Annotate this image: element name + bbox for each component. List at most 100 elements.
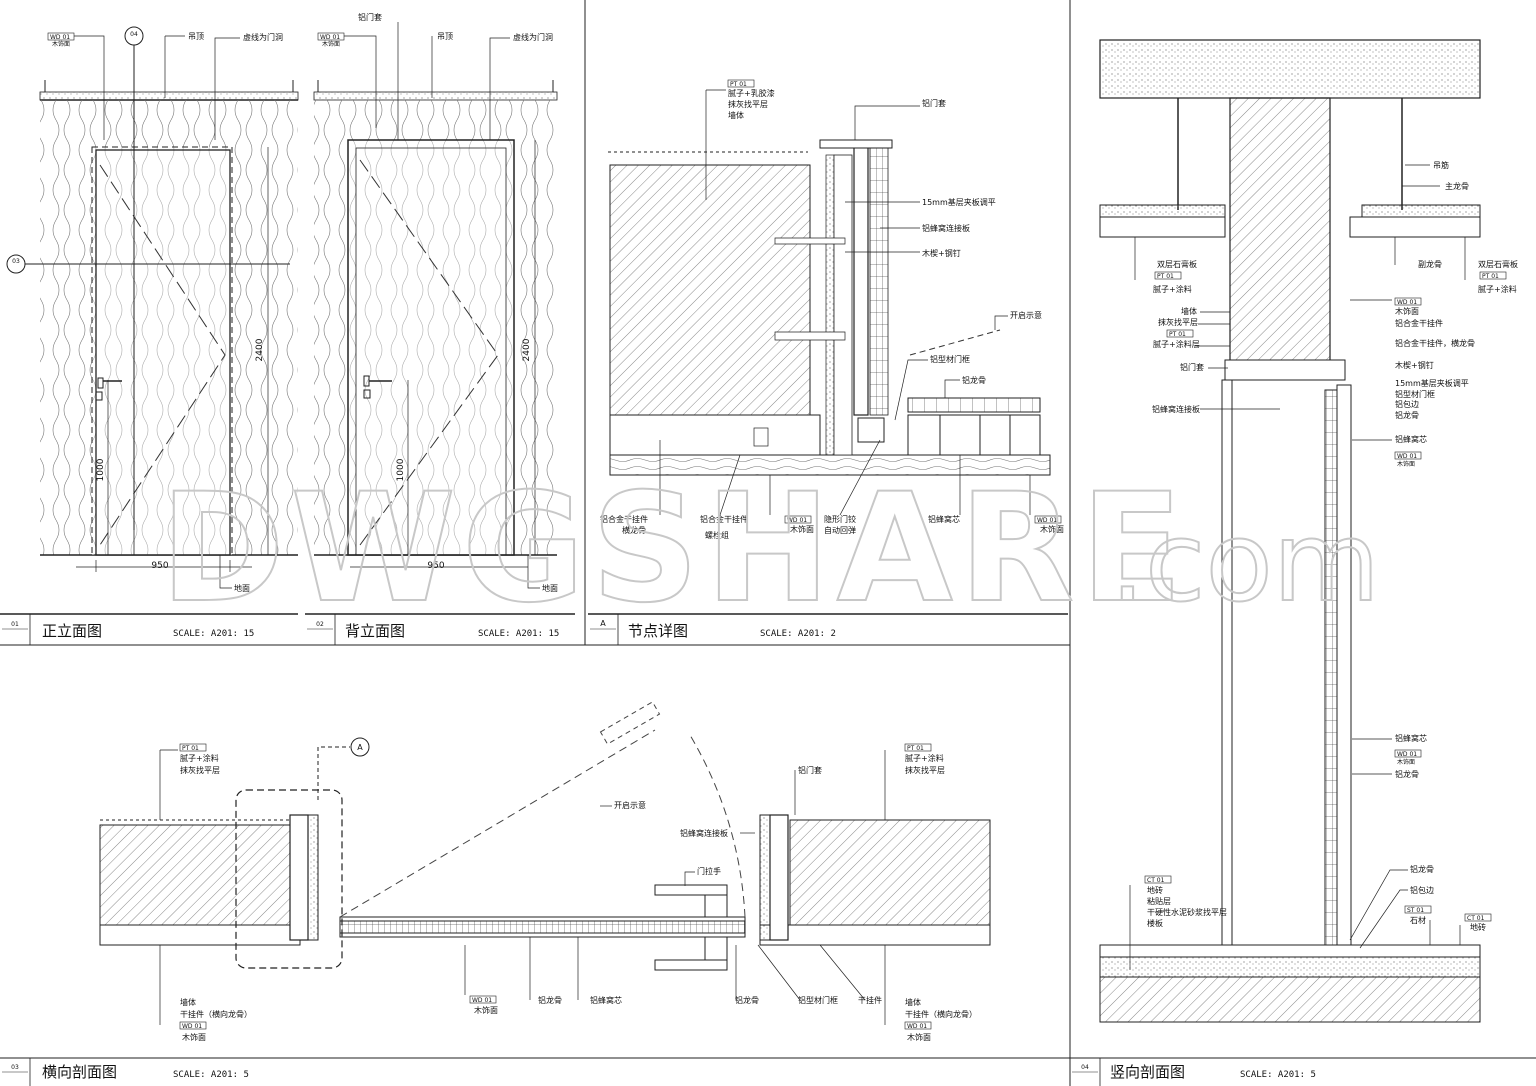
label-wood-wedge-detail: 木楔+钢钉 bbox=[922, 248, 961, 258]
title-bar-02: 02 背立面图 SCALE: A201: 15 bbox=[305, 613, 575, 645]
label-alu-keel-sec04-b: 铝龙骨 bbox=[1395, 769, 1419, 779]
label-putty-latex: 腻子+乳胶漆 bbox=[728, 88, 775, 98]
label-alu-casing-back: 铝门套 bbox=[358, 12, 382, 22]
label-plaster-detail: 抹灰找平层 bbox=[728, 99, 768, 109]
watermark: DWGSHARE .com bbox=[159, 461, 1381, 637]
label-alu-casing-sec04: 铝门套 bbox=[1180, 362, 1204, 372]
label-alu-casing-detail: 铝门套 bbox=[922, 98, 946, 108]
label-ceiling-back: 吊顶 bbox=[437, 32, 453, 41]
dim-height-2400-back: 2400 bbox=[522, 338, 532, 361]
panel-03-horizontal-section: A PT 01 腻子+涂料 抹灰找平层 开启示意 墙体 干挂件（横向龙骨） WD… bbox=[99, 701, 991, 1042]
label-bond-layer: 粘贴层 bbox=[1147, 896, 1171, 906]
panel-02-back-elevation: WD 01 木饰面 铝门套 吊顶 虚线为门洞 950 2400 1000 地面 bbox=[313, 12, 558, 593]
label-alu-frame-detail: 铝型材门框 bbox=[930, 354, 970, 364]
label-open-hint-sec03: 开启示意 bbox=[614, 800, 646, 810]
tag-wd01: WD 01 bbox=[50, 34, 70, 41]
label-alu-keel-sec04: 铝龙骨 bbox=[1395, 410, 1419, 420]
label-wood-veneer-detail: 木饰面 bbox=[790, 524, 814, 534]
label-floor-tile-sec04: 地砖 bbox=[1147, 885, 1163, 895]
tag-pt01-sec04-right: PT 01 bbox=[1482, 273, 1499, 280]
label-double-gyp-right: 双层石膏板 bbox=[1478, 259, 1518, 269]
panel-01-title: 正立面图 bbox=[42, 622, 102, 640]
label-wood-wedge-sec04: 木楔+钢钉 bbox=[1395, 360, 1434, 370]
panel-02-title: 背立面图 bbox=[345, 622, 405, 640]
tag-wd01-sec03-mid: WD 01 bbox=[472, 997, 492, 1004]
panel-A-node-detail: PT 01 腻子+乳胶漆 抹灰找平层 墙体 铝门套 15mm基层夹板调平 铝蜂窝… bbox=[600, 79, 1064, 540]
label-alu-edge-sec04: 铝包边 bbox=[1395, 399, 1419, 409]
tag-wd01-back-sub: 木饰面 bbox=[322, 40, 340, 48]
label-stone-sec04: 石材 bbox=[1410, 915, 1426, 925]
tag-wd01-sub: 木饰面 bbox=[52, 40, 70, 48]
title-bar-A: A 节点详图 SCALE: A201: 2 bbox=[588, 613, 1068, 645]
section-marker-03[interactable]: 03 bbox=[6, 254, 26, 274]
label-wood-veneer-sec04-b: 木饰面 bbox=[1397, 460, 1415, 468]
label-base-ply-detail: 15mm基层夹板调平 bbox=[922, 197, 996, 207]
label-plaster-sec03: 抹灰找平层 bbox=[180, 765, 220, 775]
tag-wd01-detail-2: WD 01 bbox=[1037, 517, 1057, 524]
label-mortar: 干硬性水泥砂浆找平层 bbox=[1147, 907, 1227, 917]
tag-wd01-sec04-c: WD 01 bbox=[1397, 751, 1417, 758]
detail-marker-A[interactable]: A bbox=[350, 737, 370, 757]
label-wall-sec04: 墙体 bbox=[1181, 306, 1197, 316]
dim-width-950: 950 bbox=[151, 561, 168, 571]
label-alu-hanger2-detail: 铝合金干挂件 bbox=[700, 514, 748, 524]
tag-wd01-sec03: WD 01 bbox=[182, 1023, 202, 1030]
label-wood-veneer-sec04: 木饰面 bbox=[1395, 306, 1419, 316]
label-hanger-keel-sec03: 干挂件（横向龙骨） bbox=[180, 1009, 252, 1019]
label-open-hint-detail: 开启示意 bbox=[1010, 310, 1042, 320]
label-floor-back: 地面 bbox=[542, 583, 558, 593]
panel-01-scale: SCALE: A201: 15 bbox=[173, 629, 254, 639]
label-putty-paint2-sec04: 腻子+涂料层 bbox=[1153, 339, 1200, 349]
section-marker-04-num: 04 bbox=[130, 31, 138, 38]
panel-03-num: 03 bbox=[11, 1064, 19, 1071]
tag-pt01-sec03-right: PT 01 bbox=[907, 745, 924, 752]
label-alu-keel-sec04-c: 铝龙骨 bbox=[1410, 864, 1434, 874]
detail-marker-A-label: A bbox=[357, 743, 363, 752]
panel-04-vertical-section: 双层石膏板 PT 01 腻子+涂料 墙体 抹灰找平层 PT 01 腻子+涂料层 … bbox=[1099, 39, 1518, 1023]
panel-A-num: A bbox=[600, 619, 606, 628]
tag-wd01-back: WD 01 bbox=[320, 34, 340, 41]
label-ceiling: 吊顶 bbox=[188, 32, 204, 41]
tag-pt01-sec04-left: PT 01 bbox=[1157, 273, 1174, 280]
tag-pt01-detail: PT 01 bbox=[730, 81, 747, 88]
label-honey-plate-detail: 铝蜂窝连接板 bbox=[922, 223, 970, 233]
label-alu-hanger-sec04: 铝合金干挂件 bbox=[1395, 318, 1443, 328]
dim-width-950-back: 950 bbox=[427, 561, 444, 571]
label-dashed-door: 虚线为门洞 bbox=[243, 32, 283, 42]
label-putty-paint-right: 腻子+涂料 bbox=[1478, 284, 1517, 294]
label-honey-core-detail: 铝蜂窝芯 bbox=[928, 514, 960, 524]
label-wall-sec03: 墙体 bbox=[180, 997, 196, 1007]
label-wall-sec03-right: 墙体 bbox=[905, 997, 921, 1007]
panel-04-scale: SCALE: A201: 5 bbox=[1240, 1070, 1316, 1080]
label-alu-frame-sec03: 铝型材门框 bbox=[798, 995, 838, 1005]
label-wood-veneer-sec03: 木饰面 bbox=[182, 1032, 206, 1042]
label-alu-hanger-keel-sec04: 铝合金干挂件，横龙骨 bbox=[1395, 338, 1475, 348]
tag-st01-sec04: ST 01 bbox=[1407, 907, 1424, 914]
label-honey-core-sec04: 铝蜂窝芯 bbox=[1395, 434, 1427, 444]
label-alu-casing-sec03: 铝门套 bbox=[798, 765, 822, 775]
panel-02-scale: SCALE: A201: 15 bbox=[478, 629, 559, 639]
label-base-ply-sec04: 15mm基层夹板调平 bbox=[1395, 378, 1469, 388]
label-alu-frame-sec04: 铝型材门框 bbox=[1395, 389, 1435, 399]
tag-pt01-sec04-mid: PT 01 bbox=[1169, 331, 1186, 338]
label-wood-veneer-sec03-right: 木饰面 bbox=[907, 1032, 931, 1042]
label-floor: 地面 bbox=[234, 583, 250, 593]
label-sub-keel: 副龙骨 bbox=[1418, 259, 1442, 269]
panel-04-title: 竖向剖面图 bbox=[1110, 1063, 1185, 1081]
title-bar-01: 01 正立面图 SCALE: A201: 15 bbox=[0, 613, 298, 646]
label-putty-paint-left: 腻子+涂料 bbox=[1153, 284, 1192, 294]
label-self-close-detail: 自动回弹 bbox=[824, 525, 856, 535]
label-honey-core-sec04-b: 铝蜂窝芯 bbox=[1395, 733, 1427, 743]
tag-ct01-sec04-right: CT 01 bbox=[1467, 915, 1485, 922]
title-bar-03: 03 横向剖面图 SCALE: A201: 5 bbox=[2, 1058, 249, 1086]
label-handle-sec03: 门拉手 bbox=[697, 866, 721, 876]
label-honey-core-sec03: 铝蜂窝芯 bbox=[590, 995, 622, 1005]
label-alu-keel-sec03: 铝龙骨 bbox=[538, 995, 562, 1005]
label-wood-veneer-sec03-mid: 木饰面 bbox=[474, 1005, 498, 1015]
label-putty-paint-sec03-right: 腻子+涂料 bbox=[905, 753, 944, 763]
label-double-gyp-left: 双层石膏板 bbox=[1157, 259, 1197, 269]
label-alu-hanger-detail: 铝合金干挂件 bbox=[600, 514, 648, 524]
section-marker-04[interactable]: 04 bbox=[124, 26, 144, 46]
label-horiz-keel-detail: 横龙骨 bbox=[622, 525, 646, 535]
